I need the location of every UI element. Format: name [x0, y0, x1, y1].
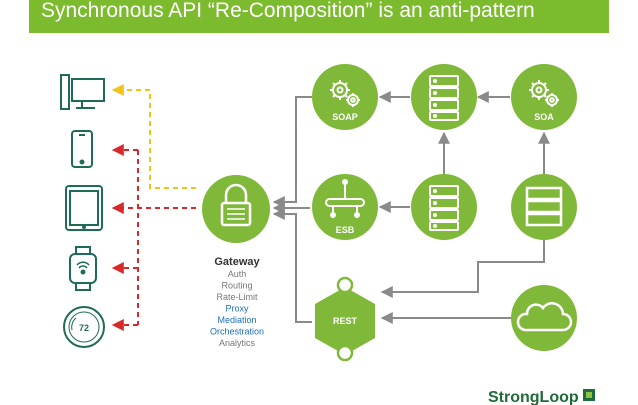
gateway-item: Auth — [228, 269, 247, 279]
cloud-node — [511, 285, 577, 351]
rest-node: REST — [315, 276, 375, 362]
arrow-rest-to-gateway — [272, 208, 312, 323]
gateway-item: Rate-Limit — [216, 292, 258, 302]
server-rack-icon — [429, 185, 459, 231]
server-rack-top — [411, 64, 477, 130]
page-title: Synchronous API “Re-Composition” is an a… — [41, 0, 535, 22]
arrow-database-to-rest — [380, 237, 545, 298]
connector-dot-bottom — [336, 344, 354, 362]
rest-label: REST — [333, 316, 358, 326]
gateway-item: Routing — [221, 281, 252, 291]
gateway-item: Mediation — [217, 315, 256, 325]
gears-icon — [330, 80, 360, 107]
connector-dot-top — [336, 276, 354, 294]
soap-label: SOAP — [332, 112, 358, 122]
strongloop-logo-icon — [583, 389, 595, 401]
soa-node: SOA — [511, 64, 577, 130]
gateway-title: Gateway — [214, 256, 260, 268]
device-links — [111, 84, 196, 331]
gateway-item: Analytics — [219, 338, 256, 348]
database-icon — [525, 186, 563, 227]
esb-label: ESB — [336, 225, 355, 235]
server-rack-icon — [429, 75, 459, 121]
soap-node: SOAP — [312, 64, 378, 130]
backend-connectors — [272, 91, 550, 324]
database-node — [511, 174, 577, 240]
arrow-soap-to-gateway — [272, 96, 312, 208]
header-banner: Synchronous API “Re-Composition” is an a… — [29, 0, 609, 33]
devices — [60, 74, 105, 348]
bus-network-icon — [325, 179, 365, 218]
link-gateway-to-desktop — [111, 84, 196, 189]
thermostat-icon — [63, 306, 105, 348]
smartwatch-icon — [69, 246, 97, 291]
soa-label: SOA — [534, 112, 554, 122]
cloud-icon — [516, 302, 573, 332]
thermostat-display: 72 — [79, 323, 89, 333]
gateway-capabilities: AuthRoutingRate-LimitProxyMediationOrche… — [210, 269, 264, 348]
server-rack-middle — [411, 174, 477, 240]
tablet-icon — [65, 185, 103, 231]
esb-node: ESB — [312, 174, 378, 240]
gateway-node — [202, 175, 270, 243]
desktop-computer-icon — [60, 74, 105, 110]
gateway-item: Orchestration — [210, 327, 264, 337]
brand-name: StrongLoop — [488, 389, 579, 405]
gears-icon — [529, 80, 559, 107]
gateway-item: Proxy — [225, 304, 249, 314]
smartphone-icon — [71, 130, 93, 168]
padlock-icon — [220, 183, 252, 227]
brand-logo: StrongLoop — [488, 389, 595, 405]
